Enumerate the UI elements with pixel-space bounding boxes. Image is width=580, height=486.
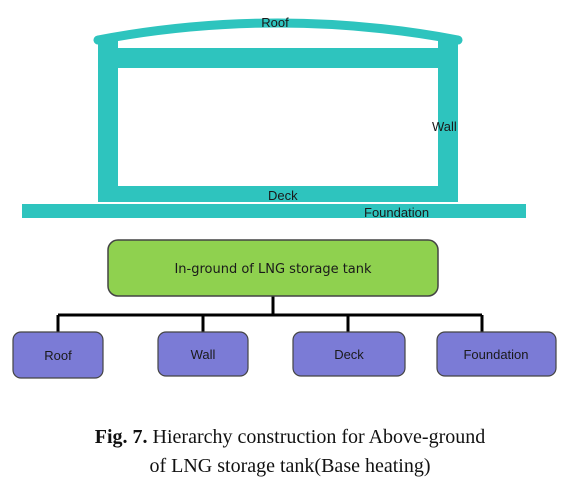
tank-foundation [22, 204, 526, 218]
tank-label-deck: Deck [268, 188, 298, 203]
tank-illustration: Roof Wall Deck Foundation [22, 15, 526, 220]
figure-caption-line-1: Fig. 7. Hierarchy construction for Above… [0, 423, 580, 452]
hierarchy-child-deck: Deck [292, 331, 406, 377]
hierarchy-child-label: Wall [191, 347, 216, 362]
tank-roof-beam [98, 48, 458, 68]
tank-roof-shape [93, 18, 463, 45]
caption-text-1: Hierarchy construction for Above-ground [152, 426, 486, 448]
hierarchy-child-wall: Wall [157, 331, 249, 377]
tank-label-wall: Wall [432, 119, 457, 134]
hierarchy-root-label: In-ground of LNG storage tank [174, 262, 372, 277]
hierarchy-child-roof: Roof [12, 331, 104, 379]
tank-deck [98, 186, 458, 202]
tank-left-wall [98, 38, 118, 198]
hierarchy-child-label: Deck [334, 347, 364, 362]
tank-label-roof: Roof [261, 15, 289, 30]
hierarchy-child-label: Foundation [463, 347, 528, 362]
hierarchy-connectors [56, 296, 484, 333]
hierarchy-child-foundation: Foundation [436, 331, 557, 377]
tank-label-foundation: Foundation [364, 205, 429, 220]
caption-text-2: of LNG storage tank(Base heating) [149, 455, 431, 477]
hierarchy-root: In-ground of LNG storage tank [107, 239, 439, 297]
figure-number: Fig. 7. [94, 426, 148, 448]
figure-caption-line-2: of LNG storage tank(Base heating) [0, 452, 580, 481]
hierarchy-chart: In-ground of LNG storage tank Roof Wall … [12, 239, 557, 379]
tank-right-wall [438, 38, 458, 198]
hierarchy-child-label: Roof [44, 348, 72, 363]
